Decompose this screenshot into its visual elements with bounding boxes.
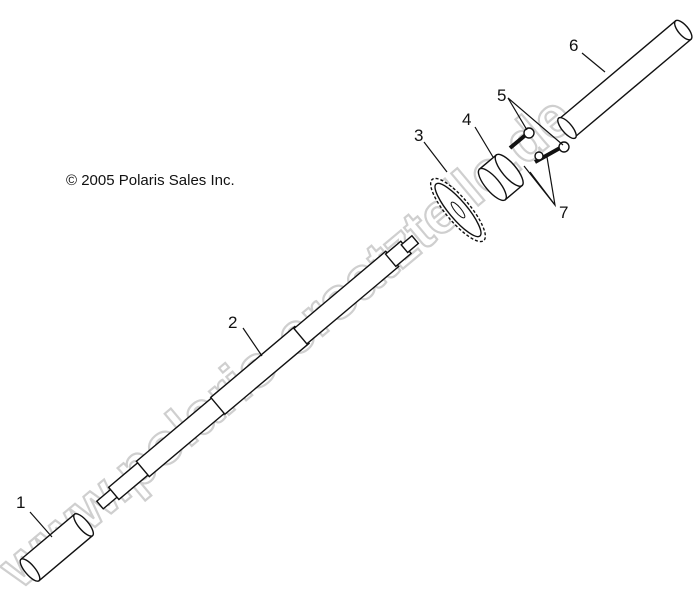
- callout-4: 4: [462, 110, 471, 129]
- callout-6: 6: [569, 36, 578, 55]
- copyright-text: © 2005 Polaris Sales Inc.: [66, 172, 235, 189]
- leader-lines: [29, 52, 606, 538]
- sprocket-part-3: [429, 177, 487, 243]
- bolts-part-5: [508, 127, 570, 164]
- axle-shaft: [95, 234, 420, 510]
- callout-1: 1: [16, 493, 25, 512]
- callout-2: 2: [228, 313, 237, 332]
- callout-5: 5: [497, 86, 506, 105]
- callout-3: 3: [414, 126, 423, 145]
- hub-part-4: [477, 153, 524, 202]
- sleeve-part-1: [19, 513, 95, 582]
- callout-7: 7: [559, 203, 568, 222]
- tube-part-6: [557, 19, 693, 140]
